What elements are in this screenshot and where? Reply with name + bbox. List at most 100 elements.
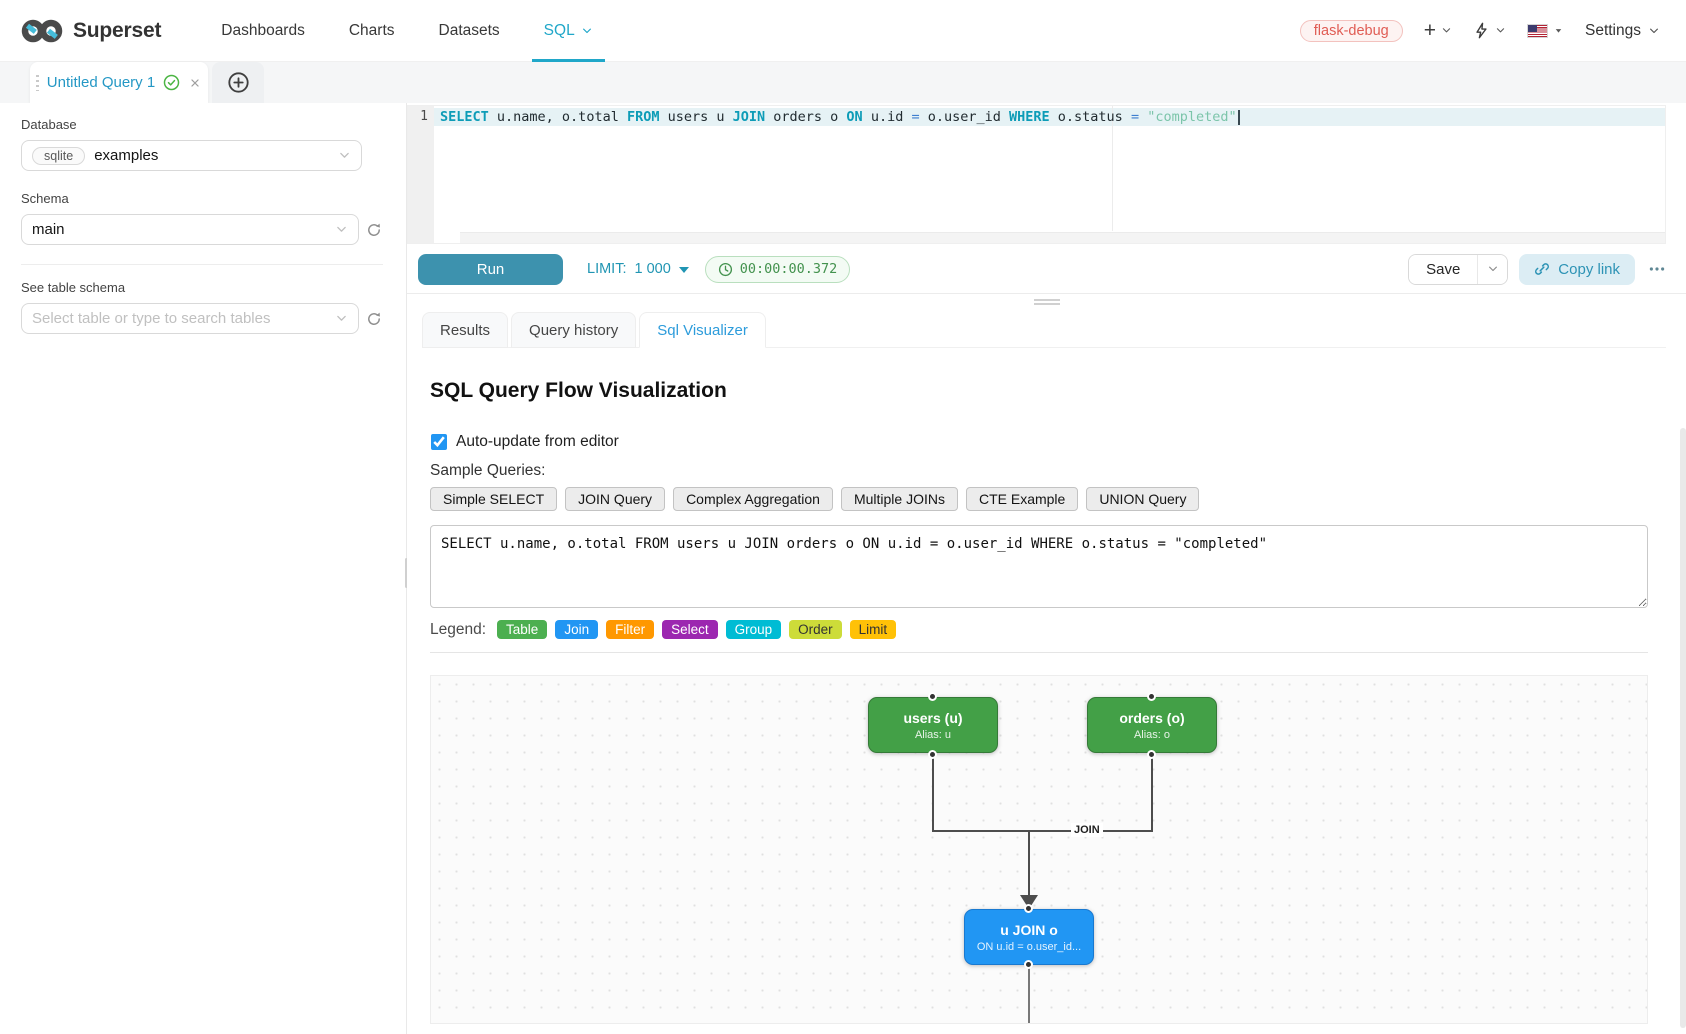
database-select[interactable]: sqlite examples	[21, 140, 362, 171]
chevron-down-icon	[1496, 28, 1505, 33]
link-icon	[1535, 263, 1550, 275]
sidebar-resize-handle[interactable]	[405, 558, 408, 588]
save-dropdown-button[interactable]	[1477, 254, 1508, 284]
language-picker[interactable]	[1526, 23, 1564, 38]
editor-gutter: 1	[408, 106, 434, 243]
nav-item[interactable]: SQL	[522, 0, 615, 62]
table-schema-label: See table schema	[21, 280, 126, 295]
limit-dropdown[interactable]: LIMIT: 1 000	[587, 261, 689, 277]
query-tab-untitled[interactable]: Untitled Query 1	[30, 62, 208, 103]
run-button[interactable]: Run	[418, 253, 563, 285]
visualizer-divider	[430, 652, 1648, 653]
flow-node-users[interactable]: users (u) Alias: u	[868, 697, 998, 753]
plus-icon: +	[1423, 19, 1436, 42]
sql-lab-shortcut-button[interactable]	[1473, 22, 1506, 39]
lightning-bolt-icon	[1476, 22, 1487, 39]
sidebar-divider	[21, 264, 383, 265]
settings-menu[interactable]: Settings	[1585, 22, 1660, 40]
limit-label: LIMIT:	[587, 261, 627, 277]
brand-name: Superset	[73, 18, 162, 42]
connector-dot	[1024, 960, 1033, 969]
join-edge-label: JOIN	[1071, 823, 1103, 837]
sample-query-button[interactable]: Complex Aggregation	[673, 487, 833, 511]
superset-infinity-icon	[21, 19, 63, 42]
close-tab-icon[interactable]	[188, 76, 202, 90]
result-tab[interactable]: Sql Visualizer	[639, 312, 766, 348]
line-number: 1	[420, 109, 428, 124]
ellipsis-icon	[1649, 267, 1665, 271]
sql-token	[1139, 109, 1147, 125]
sample-query-button[interactable]: JOIN Query	[565, 487, 666, 511]
connector-dot	[1024, 904, 1033, 913]
timer-value: 00:00:00.372	[739, 261, 838, 277]
sql-token: ON	[846, 109, 863, 125]
schema-select[interactable]: main	[21, 214, 359, 245]
plus-circle-icon	[227, 72, 249, 93]
flow-node-subtitle: Alias: o	[1133, 728, 1171, 741]
visualizer-query-input[interactable]: SELECT u.name, o.total FROM users u JOIN…	[430, 525, 1648, 608]
sample-query-button[interactable]: CTE Example	[965, 487, 1079, 511]
refresh-tables-button[interactable]	[366, 311, 382, 327]
copy-link-label: Copy link	[1558, 260, 1620, 278]
sql-token: JOIN	[732, 109, 766, 125]
connector-dot	[1147, 750, 1156, 759]
flow-canvas[interactable]: users (u) Alias: u orders (o) Alias: o u…	[430, 675, 1648, 1024]
more-actions-button[interactable]	[1648, 260, 1666, 278]
nav-item-label: Datasets	[438, 21, 500, 39]
save-button[interactable]: Save	[1409, 254, 1478, 284]
table-select[interactable]: Select table or type to search tables	[21, 303, 359, 334]
sql-editor: 1 SELECT u.name, o.total FROM users u JO…	[407, 105, 1666, 244]
limit-value: 1 000	[634, 261, 671, 277]
sql-token: users u	[659, 109, 733, 125]
save-split-button: Save	[1408, 253, 1509, 285]
new-item-button[interactable]: +	[1424, 20, 1452, 41]
add-query-tab-button[interactable]	[212, 62, 264, 103]
flow-node-join[interactable]: u JOIN o ON u.id = o.user_id...	[964, 909, 1094, 965]
auto-update-checkbox[interactable]	[431, 434, 447, 450]
auto-update-row: Auto-update from editor	[431, 433, 619, 451]
nav-item[interactable]: Datasets	[417, 0, 522, 62]
sql-code-line: SELECT u.name, o.total FROM users u JOIN…	[440, 109, 1240, 125]
copy-link-button[interactable]: Copy link	[1519, 253, 1635, 285]
sql-token: u.name, o.total	[488, 109, 627, 125]
pane-resize-grip[interactable]	[1033, 297, 1060, 307]
sample-query-button[interactable]: Multiple JOINs	[840, 487, 958, 511]
page-scrollbar-thumb[interactable]	[1680, 428, 1686, 1028]
sample-query-button[interactable]: UNION Query	[1086, 487, 1200, 511]
legend-chip: Group	[725, 620, 782, 639]
sql-lab-main: 1 SELECT u.name, o.total FROM users u JO…	[407, 103, 1686, 1034]
result-tab[interactable]: Query history	[511, 312, 637, 348]
legend-label: Legend:	[430, 620, 487, 638]
sql-token: =	[911, 109, 920, 125]
flow-node-subtitle: Alias: u	[914, 728, 952, 741]
sample-query-button[interactable]: Simple SELECT	[430, 487, 558, 511]
superset-logo[interactable]: Superset	[20, 17, 161, 45]
refresh-schemas-button[interactable]	[366, 222, 382, 238]
print-margin-line	[1112, 106, 1113, 231]
flow-edges	[932, 755, 1153, 1023]
editor-code-area[interactable]: SELECT u.name, o.total FROM users u JOIN…	[434, 106, 1665, 243]
result-tab[interactable]: Results	[422, 312, 509, 348]
chevron-down-icon	[582, 28, 591, 33]
pane-divider	[407, 293, 1686, 294]
sql-token: u.id	[862, 109, 912, 125]
active-line-highlight	[434, 108, 1665, 126]
chevron-down-icon	[337, 315, 346, 321]
nav-item[interactable]: Dashboards	[199, 0, 327, 62]
auto-update-label[interactable]: Auto-update from editor	[456, 433, 619, 450]
legend-chip: Filter	[606, 620, 655, 639]
chevron-down-icon	[1488, 266, 1497, 272]
nav-item[interactable]: Charts	[327, 0, 417, 62]
flow-node-orders[interactable]: orders (o) Alias: o	[1087, 697, 1217, 753]
drag-handle-icon[interactable]	[35, 74, 39, 91]
database-engine-tag: sqlite	[32, 146, 86, 165]
sql-token: orders o	[765, 109, 847, 125]
navbar-right: flask-debug + Settings	[1299, 19, 1660, 42]
chevron-down-icon	[337, 226, 346, 232]
sql-token: FROM	[626, 109, 660, 125]
sql-token: o.status	[1049, 109, 1131, 125]
editor-hscrollbar[interactable]	[460, 232, 1665, 243]
environment-badge: flask-debug	[1299, 19, 1403, 42]
